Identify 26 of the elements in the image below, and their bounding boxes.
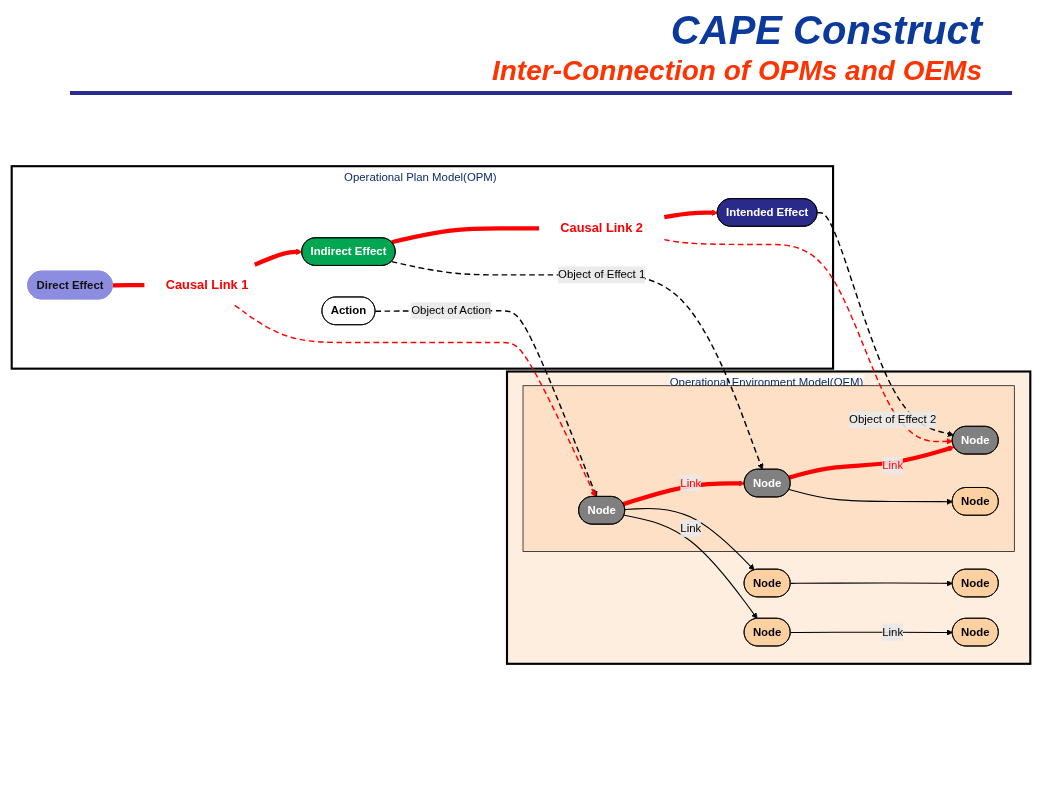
- arrow: [663, 209, 718, 220]
- node-text: Causal Link 1: [165, 277, 249, 292]
- cluster: [522, 385, 1015, 552]
- arrow: [788, 445, 955, 480]
- title: CAPE Construct: [670, 8, 982, 53]
- edge-label: Link: [680, 522, 702, 535]
- arrow: [816, 212, 954, 437]
- arrow: [663, 238, 953, 445]
- connector: [391, 226, 539, 245]
- edge-label: Object of Effect 1: [558, 268, 646, 281]
- arrow: [390, 260, 764, 470]
- arrow: [623, 514, 758, 619]
- arrow: [790, 629, 953, 636]
- arrow: [788, 488, 953, 505]
- connector: [112, 282, 145, 288]
- edge-label: Link: [882, 459, 904, 472]
- arrow: [790, 580, 953, 587]
- subtitle: Inter-Connection of OPMs and OEMs: [492, 55, 982, 87]
- node-text: Causal Link 2: [560, 220, 643, 236]
- edge-label: Object of Action: [411, 304, 491, 317]
- edge-label: Link: [882, 625, 904, 638]
- edge-label: Object of Effect 2: [849, 413, 937, 426]
- edge-label: Link: [680, 476, 702, 489]
- arrow: [622, 480, 745, 507]
- arrow: [253, 248, 303, 267]
- arrow: [624, 507, 755, 571]
